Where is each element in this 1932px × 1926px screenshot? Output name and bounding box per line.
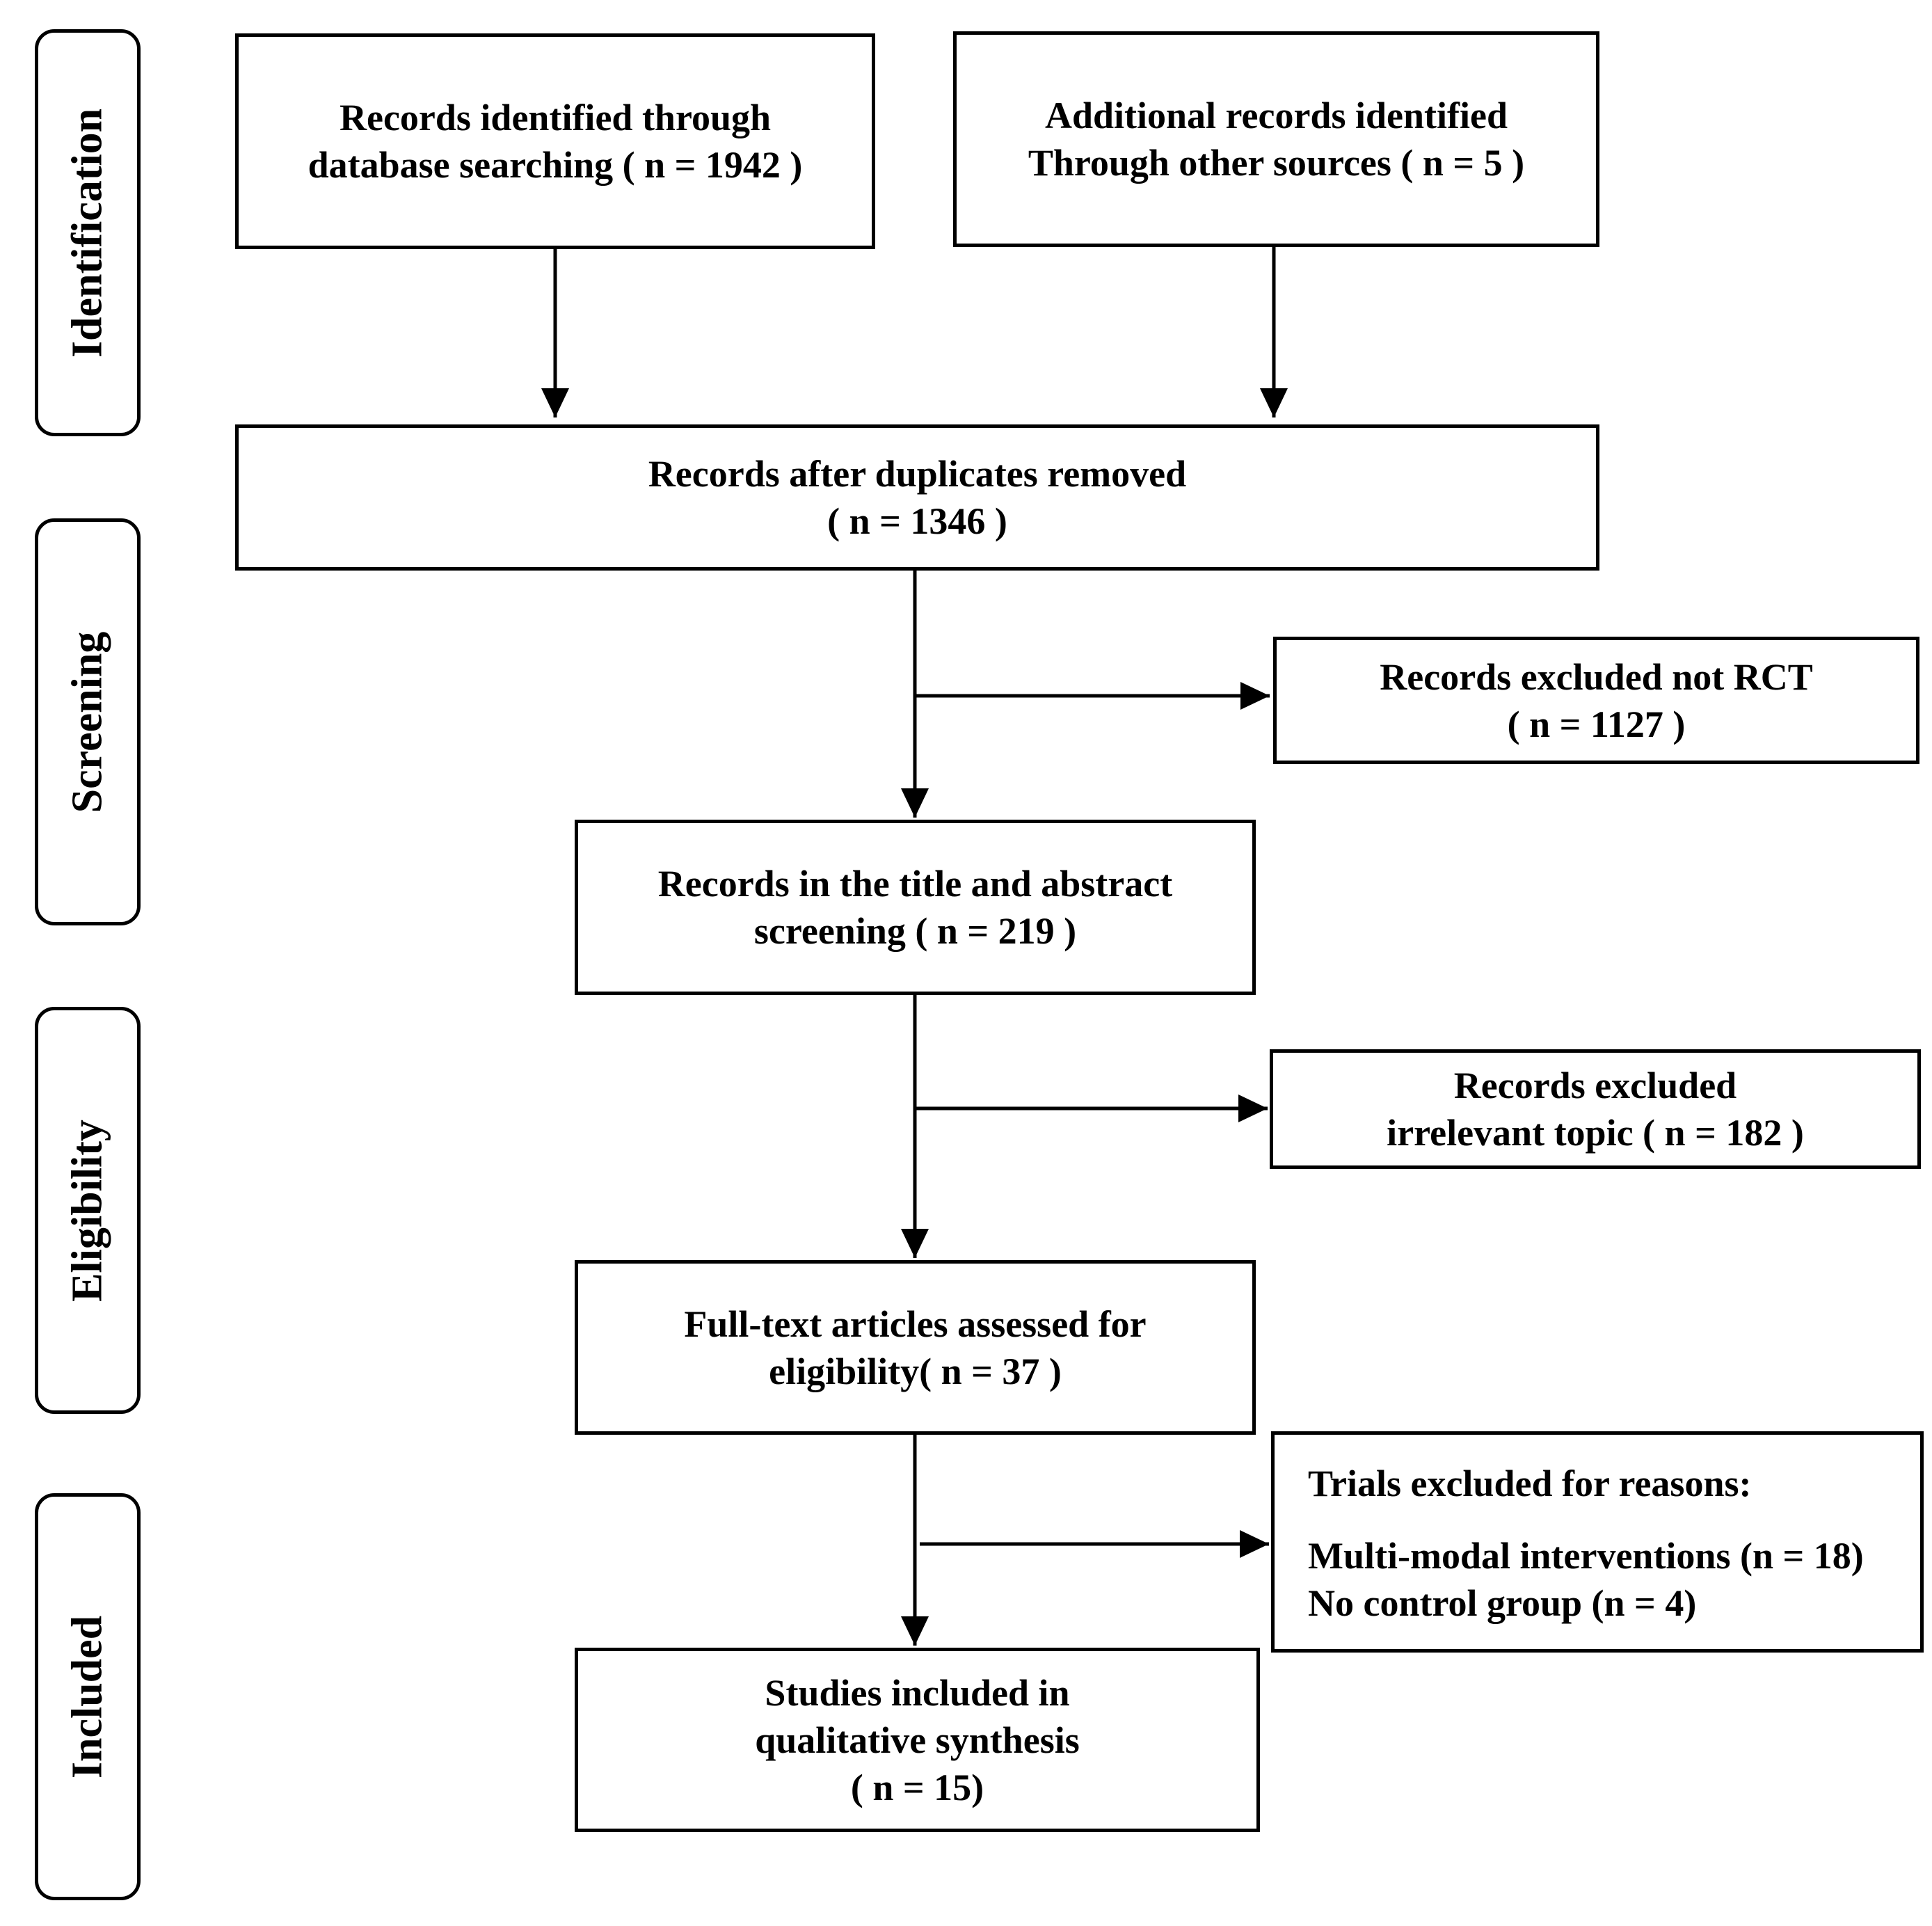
excluded-irrelevant-line2: irrelevant topic ( n = 182 ) xyxy=(1387,1112,1804,1154)
title-abstract-line2: screening ( n = 219 ) xyxy=(753,910,1077,952)
stage-screening: Screening xyxy=(35,518,141,925)
duplicates-removed-line1: Records after duplicates removed xyxy=(648,453,1187,495)
trials-excluded-heading: Trials excluded for reasons: xyxy=(1308,1463,1752,1504)
title-abstract-line1: Records in the title and abstract xyxy=(657,863,1173,905)
arrowhead-other xyxy=(1260,388,1288,417)
full-text-line2: eligibility( n = 37 ) xyxy=(769,1350,1062,1392)
stage-identification: Identification xyxy=(35,29,141,436)
database-search-line2: database searching ( n = 1942 ) xyxy=(308,144,803,186)
arrowhead-trials xyxy=(1240,1530,1269,1558)
trials-excluded-box: Trials excluded for reasons: Multi-modal… xyxy=(1271,1431,1924,1653)
excluded-not-rct-line2: ( n = 1127 ) xyxy=(1507,703,1686,745)
arrowhead-not-rct xyxy=(1240,682,1270,710)
arrowhead-irrelevant xyxy=(1238,1095,1268,1122)
duplicates-removed-box: Records after duplicates removed ( n = 1… xyxy=(235,424,1599,571)
duplicates-removed-line2: ( n = 1346 ) xyxy=(827,500,1007,542)
excluded-not-rct-line1: Records excluded not RCT xyxy=(1380,655,1813,698)
title-abstract-box: Records in the title and abstract screen… xyxy=(575,820,1256,995)
arrowhead-database xyxy=(541,388,569,417)
included-studies-line2: qualitative synthesis xyxy=(755,1719,1080,1761)
database-search-line1: Records identified through xyxy=(339,97,772,138)
full-text-line1: Full-text articles assessed for xyxy=(684,1303,1147,1345)
other-sources-line1: Additional records identified xyxy=(1044,95,1508,136)
arrowhead-fulltext xyxy=(901,1229,929,1258)
included-studies-box: Studies included in qualitative synthesi… xyxy=(575,1648,1260,1832)
trials-excluded-reason-multimodal: Multi-modal interventions (n = 18) xyxy=(1308,1535,1864,1577)
excluded-not-rct-box: Records excluded not RCT ( n = 1127 ) xyxy=(1273,637,1919,764)
arrowhead-title xyxy=(901,788,929,818)
excluded-irrelevant-line1: Records excluded xyxy=(1453,1065,1737,1106)
arrowhead-included xyxy=(901,1616,929,1646)
full-text-box: Full-text articles assessed for eligibil… xyxy=(575,1260,1256,1435)
trials-excluded-reason-no-control: No control group (n = 4) xyxy=(1308,1582,1697,1624)
included-studies-line1: Studies included in xyxy=(765,1671,1070,1714)
database-search-box: Records identified through database sear… xyxy=(235,33,875,249)
included-studies-line3: ( n = 15) xyxy=(850,1766,984,1808)
other-sources-line2: Through other sources ( n = 5 ) xyxy=(1028,142,1525,184)
excluded-irrelevant-box: Records excluded irrelevant topic ( n = … xyxy=(1270,1049,1921,1169)
stage-included: Included xyxy=(35,1493,141,1900)
stage-eligibility: Eligibility xyxy=(35,1007,141,1414)
other-sources-box: Additional records identified Through ot… xyxy=(953,31,1599,247)
